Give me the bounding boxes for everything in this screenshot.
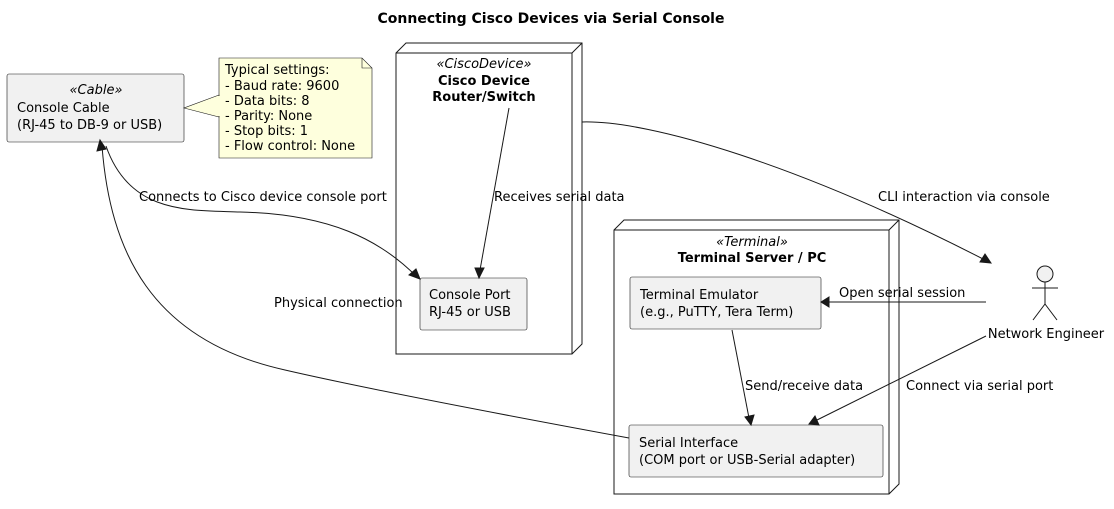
edge-emulator-to-serial: Send/receive data [731,329,863,427]
edge-serial-to-cable: Physical connection [101,145,630,439]
terminal-server-stereotype: «Terminal» [716,235,788,250]
edge-cable-to-console-port: Connects to Cisco device console port [96,138,421,280]
terminal-server-name: Terminal Server / PC [678,251,827,266]
serial-interface-component: Serial Interface (COM port or USB-Serial… [628,424,884,478]
cisco-device-name: Cisco Device [438,74,530,89]
network-engineer-actor: Network Engineer [988,265,1105,342]
console-cable-name: Console Cable [17,101,110,116]
console-port-detail: RJ-45 or USB [429,305,511,320]
diagram-title: Connecting Cisco Devices via Serial Cons… [378,11,725,27]
console-cable-detail: (RJ-45 to DB-9 or USB) [17,118,162,133]
note-line-1: Typical settings: [224,63,330,78]
note-line-6: - Flow control: None [225,139,355,154]
cisco-device-node: «CiscoDevice» Cisco Device Router/Switch [395,42,583,355]
edge-device-to-console-port: Receives serial data [474,107,625,280]
edge-device-to-console-port-label: Receives serial data [494,190,625,205]
cisco-device-type: Router/Switch [432,90,535,105]
serial-interface-name: Serial Interface [639,436,738,451]
edge-serial-to-cable-label: Physical connection [274,296,403,311]
edge-engineer-to-serial: Connect via serial port [808,335,1053,426]
note-line-4: - Parity: None [225,109,312,124]
edge-cable-to-console-port-label: Connects to Cisco device console port [139,190,387,205]
terminal-emulator-component: Terminal Emulator (e.g., PuTTY, Tera Ter… [629,276,822,330]
console-port-name: Console Port [429,288,511,303]
network-engineer-label: Network Engineer [988,327,1105,342]
edge-engineer-to-emulator: Open serial session [820,286,986,308]
note-line-2: - Baud rate: 9600 [225,79,339,94]
console-port-component: Console Port RJ-45 or USB [419,277,528,331]
edge-engineer-to-emulator-label: Open serial session [839,286,965,301]
settings-note: Typical settings: - Baud rate: 9600 - Da… [182,57,373,159]
serial-interface-detail: (COM port or USB-Serial adapter) [639,453,855,468]
edge-device-to-engineer-label: CLI interaction via console [878,190,1050,205]
console-cable-component: «Cable» Console Cable (RJ-45 to DB-9 or … [6,73,185,143]
edge-engineer-to-serial-label: Connect via serial port [906,379,1053,394]
terminal-emulator-name: Terminal Emulator [639,288,759,303]
edge-emulator-to-serial-label: Send/receive data [745,379,863,394]
note-line-5: - Stop bits: 1 [225,124,308,139]
console-cable-stereotype: «Cable» [70,83,123,98]
note-line-3: - Data bits: 8 [225,94,310,109]
edge-device-to-engineer: CLI interaction via console [581,121,1050,264]
terminal-emulator-detail: (e.g., PuTTY, Tera Term) [640,305,793,320]
cisco-device-stereotype: «CiscoDevice» [436,57,531,72]
